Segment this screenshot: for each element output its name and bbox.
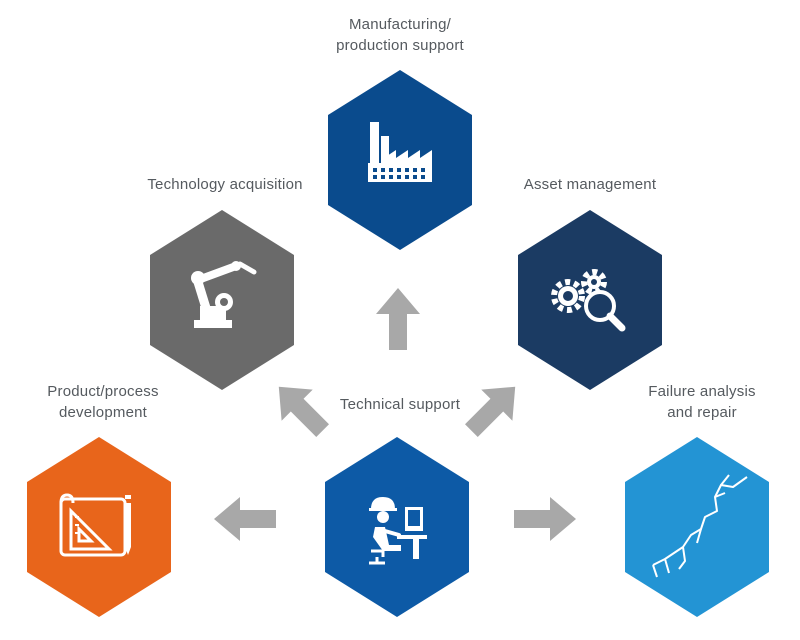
manufacturing-label-line2: production support [336,37,464,54]
manufacturing-label: Manufacturing/ production support [300,14,500,56]
arrow-right [514,497,576,541]
gears-magnifier-icon [551,269,626,332]
failure-label-line1: Failure analysis [648,383,756,400]
technology-hexagon [150,210,294,390]
technology-label-text: Technology acquisition [147,176,303,193]
asset-label: Asset management [490,174,690,195]
product-label: Product/process development [18,381,188,423]
engineer-at-computer-icon [369,497,427,565]
arrow-left [214,497,276,541]
arrow-up [376,288,420,350]
robot-arm-icon [191,261,257,328]
technical-label-text: Technical support [339,396,461,413]
crack-icon [652,474,748,578]
product-hexagon [27,437,171,617]
drafting-tools-icon [59,493,131,557]
product-label-line1: Product/process [47,383,159,400]
technical-label: Technical support [318,394,482,415]
failure-label-line2: and repair [667,404,737,421]
technology-label: Technology acquisition [120,174,330,195]
factory-icon [368,122,432,182]
manufacturing-hexagon [328,70,472,250]
technical-hexagon [325,437,469,617]
product-label-line2: development [58,404,148,421]
asset-label-text: Asset management [523,176,657,193]
failure-label: Failure analysis and repair [612,381,792,423]
asset-hexagon [518,210,662,390]
manufacturing-label-line1: Manufacturing/ [348,16,452,33]
failure-hexagon [625,437,769,617]
arrow-up-left [278,386,329,437]
arrow-up-right [465,386,516,437]
